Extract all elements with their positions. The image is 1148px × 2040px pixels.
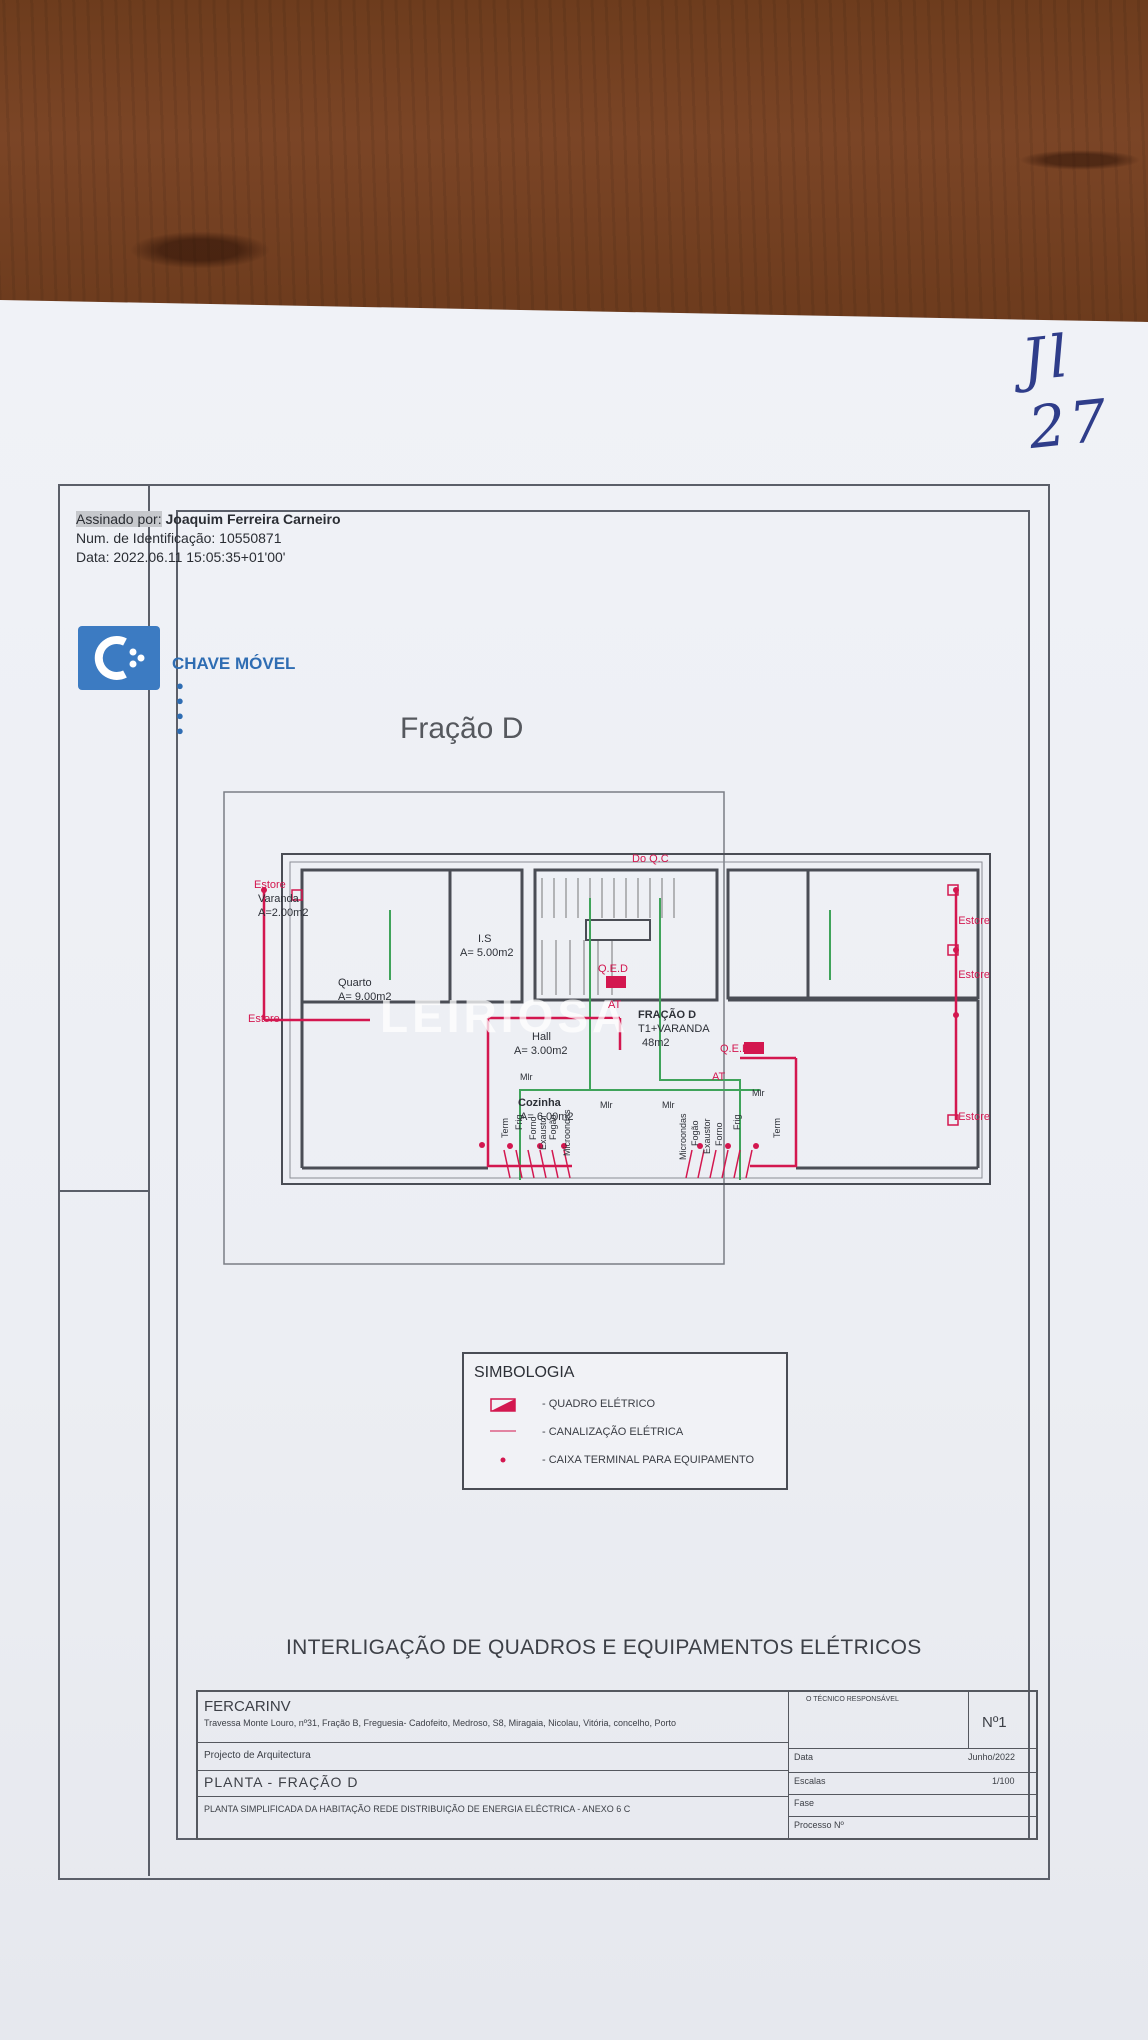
- label-hall: Hall: [532, 1031, 551, 1043]
- plan-title: Fração D: [400, 712, 524, 745]
- label-quarto-area: A= 9.00m2: [338, 991, 392, 1003]
- label-mlr-2: Mlr: [600, 1100, 613, 1110]
- signature-id: Num. de Identificação: 10550871: [76, 530, 282, 546]
- label-estore-r2: Estore: [958, 969, 990, 981]
- label-mlr-4: Mlr: [752, 1088, 765, 1098]
- legend-title: SIMBOLOGIA: [474, 1364, 575, 1381]
- label-quarto: Quarto: [338, 977, 372, 989]
- label-qed: Q.E.D: [598, 963, 628, 975]
- tb-plan-name: PLANTA - FRAÇÃO D: [204, 1774, 359, 1790]
- label-fracao-area: 48m2: [642, 1037, 670, 1049]
- tb-data-label: Data: [794, 1752, 814, 1762]
- drawing-main-title: INTERLIGAÇÃO DE QUADROS E EQUIPAMENTOS E…: [286, 1636, 922, 1659]
- label-fogao-2: Fogão: [690, 1120, 700, 1146]
- label-mlr-3: Mlr: [662, 1100, 675, 1110]
- tb-data-value: Junho/2022: [968, 1752, 1016, 1762]
- label-is-area: A= 5.00m2: [460, 947, 514, 959]
- binding-strip-line: [148, 484, 150, 1876]
- label-forno-1: Forno: [528, 1116, 538, 1140]
- signed-by-name: Joaquim Ferreira Carneiro: [165, 511, 341, 527]
- label-mlr-1: Mlr: [520, 1072, 533, 1082]
- watermark: LEIRIOSA: [380, 990, 629, 1042]
- label-hall-area: A= 3.00m2: [514, 1045, 568, 1057]
- label-estore-2: Estore: [248, 1013, 280, 1025]
- tb-sheet-number: Nº1: [982, 1714, 1007, 1731]
- wooden-table-background: [0, 0, 1148, 340]
- tb-escala-label: Escalas: [794, 1776, 826, 1786]
- chave-movel-logo-icon: [78, 626, 160, 690]
- binding-strip-divider: [58, 1190, 150, 1192]
- electrical-panel-icon: [490, 1398, 516, 1412]
- legend-item-terminal: - CAIXA TERMINAL PARA EQUIPAMENTO: [542, 1454, 755, 1466]
- label-tipologia: T1+VARANDA: [638, 1023, 710, 1035]
- label-microondas-1: Microondas: [562, 1109, 572, 1156]
- logo-dots: ● ● ● ●: [176, 678, 191, 738]
- label-estore-r3: Estore: [958, 1111, 990, 1123]
- label-at-2: AT: [712, 1071, 726, 1083]
- label-cozinha: Cozinha: [518, 1097, 562, 1109]
- label-exaustor-2: Exaustor: [702, 1118, 712, 1154]
- terminal-box-icon: [500, 1457, 506, 1463]
- label-term-1: Term: [500, 1118, 510, 1138]
- logo-text: CHAVE MÓVEL: [172, 654, 296, 673]
- label-frig-1: Frig: [514, 1115, 524, 1131]
- drawing-frame-outer: [58, 484, 1050, 1880]
- label-term-2: Term: [772, 1118, 782, 1138]
- tb-project: Projecto de Arquitectura: [204, 1750, 311, 1761]
- handwritten-page-number: Jl 27: [1018, 321, 1114, 463]
- chave-movel-logo: CHAVE MÓVEL ● ● ● ●: [78, 626, 295, 738]
- floor-plan: LEIRIOSA Estore Varanda A=2.00m2 I.S A= …: [223, 791, 991, 1265]
- label-frig-2: Frig: [732, 1115, 742, 1131]
- title-block: FERCARINV Travessa Monte Louro, nº31, Fr…: [196, 1690, 1038, 1840]
- tb-address: Travessa Monte Louro, nº31, Fração B, Fr…: [204, 1718, 677, 1728]
- label-qee: Q.E.E: [720, 1043, 749, 1055]
- tb-company: FERCARINV: [204, 1698, 291, 1715]
- label-fogao-1: Fogão: [548, 1114, 558, 1140]
- tb-description: PLANTA SIMPLIFICADA DA HABITAÇÃO REDE DI…: [204, 1804, 631, 1814]
- legend-item-panel: - QUADRO ELÉTRICO: [542, 1398, 656, 1410]
- signature-date: Data: 2022.06.11 15:05:35+01'00': [76, 549, 286, 565]
- tb-processo-label: Processo Nº: [794, 1820, 844, 1830]
- tb-escala-value: 1/100: [992, 1776, 1015, 1786]
- electrical-line-icon: [490, 1430, 516, 1432]
- label-varanda-area: A=2.00m2: [258, 907, 308, 919]
- digital-signature: Assinado por: Joaquim Ferreira Carneiro …: [76, 510, 341, 567]
- label-varanda: Varanda: [258, 893, 300, 905]
- legend-box: SIMBOLOGIA - QUADRO ELÉTRICO - CANALIZAÇ…: [462, 1352, 788, 1490]
- tb-tecnico: O TÉCNICO RESPONSÁVEL: [806, 1696, 899, 1703]
- label-forno-2: Forno: [714, 1122, 724, 1146]
- label-fracao: FRAÇÃO D: [638, 1008, 696, 1021]
- paper-sheet: [0, 300, 1148, 2040]
- label-at-1: AT: [608, 999, 622, 1011]
- signed-by-label: Assinado por:: [76, 511, 162, 527]
- tb-fase-label: Fase: [794, 1798, 815, 1808]
- label-microondas-2: Microondas: [678, 1113, 688, 1160]
- label-estore-1: Estore: [254, 879, 286, 891]
- label-estore-r1: Estore: [958, 915, 990, 927]
- label-is: I.S: [478, 933, 491, 945]
- label-exaustor-1: Exaustor: [538, 1114, 548, 1150]
- label-cozinha-area: A= 6.00m2: [520, 1111, 574, 1123]
- legend-item-line: - CANALIZAÇÃO ELÉTRICA: [542, 1426, 684, 1438]
- label-do-qc: Do Q.C: [632, 853, 669, 865]
